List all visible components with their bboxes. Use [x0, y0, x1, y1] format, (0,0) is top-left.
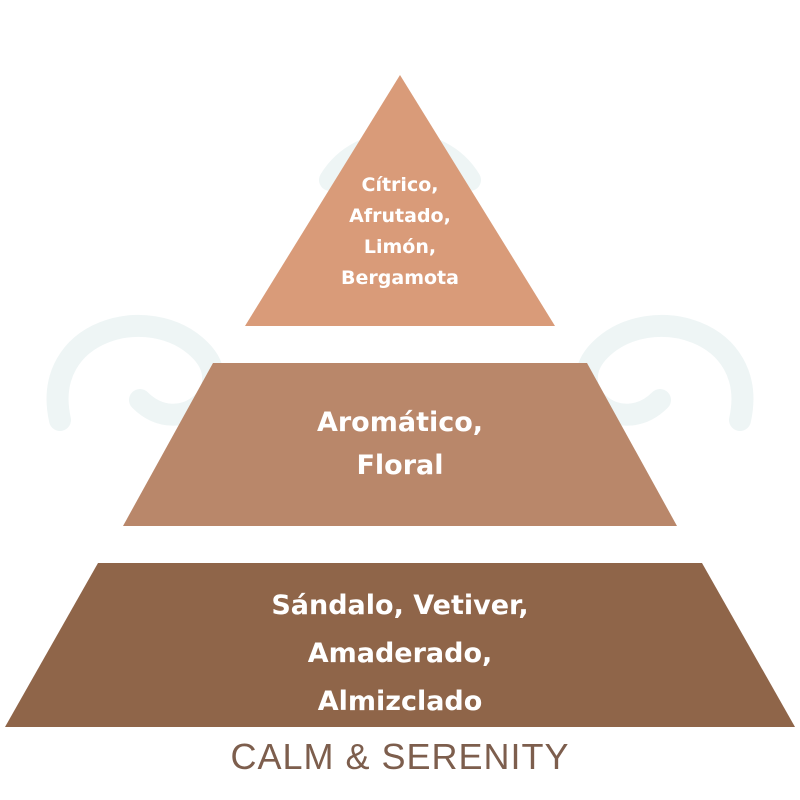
- heart-note-line: Aromático,: [316, 407, 484, 438]
- base-note-line: Almizclado: [317, 686, 483, 717]
- top-note-line: Afrutado,: [349, 205, 451, 227]
- heart-notes-label: Aromático, Floral: [0, 401, 800, 487]
- top-note-line: Bergamota: [341, 267, 459, 289]
- watermark-swirl-left: [46, 315, 225, 431]
- fragrance-name-caption: CALM & SERENITY: [230, 736, 570, 777]
- base-note-line: Amaderado,: [307, 638, 493, 669]
- top-note-line: Limón,: [363, 236, 437, 258]
- base-notes-tier: [5, 563, 795, 727]
- top-notes-tier: [245, 75, 555, 326]
- top-notes-label: Cítrico, Afrutado, Limón, Bergamota: [0, 170, 800, 294]
- top-note-line: Cítrico,: [361, 174, 439, 196]
- watermark-swirl-right: [575, 315, 754, 431]
- heart-note-line: Floral: [356, 450, 444, 481]
- base-notes-label: Sándalo, Vetiver, Amaderado, Almizclado: [0, 582, 800, 726]
- heart-notes-tier: [123, 363, 677, 526]
- base-note-line: Sándalo, Vetiver,: [271, 590, 529, 621]
